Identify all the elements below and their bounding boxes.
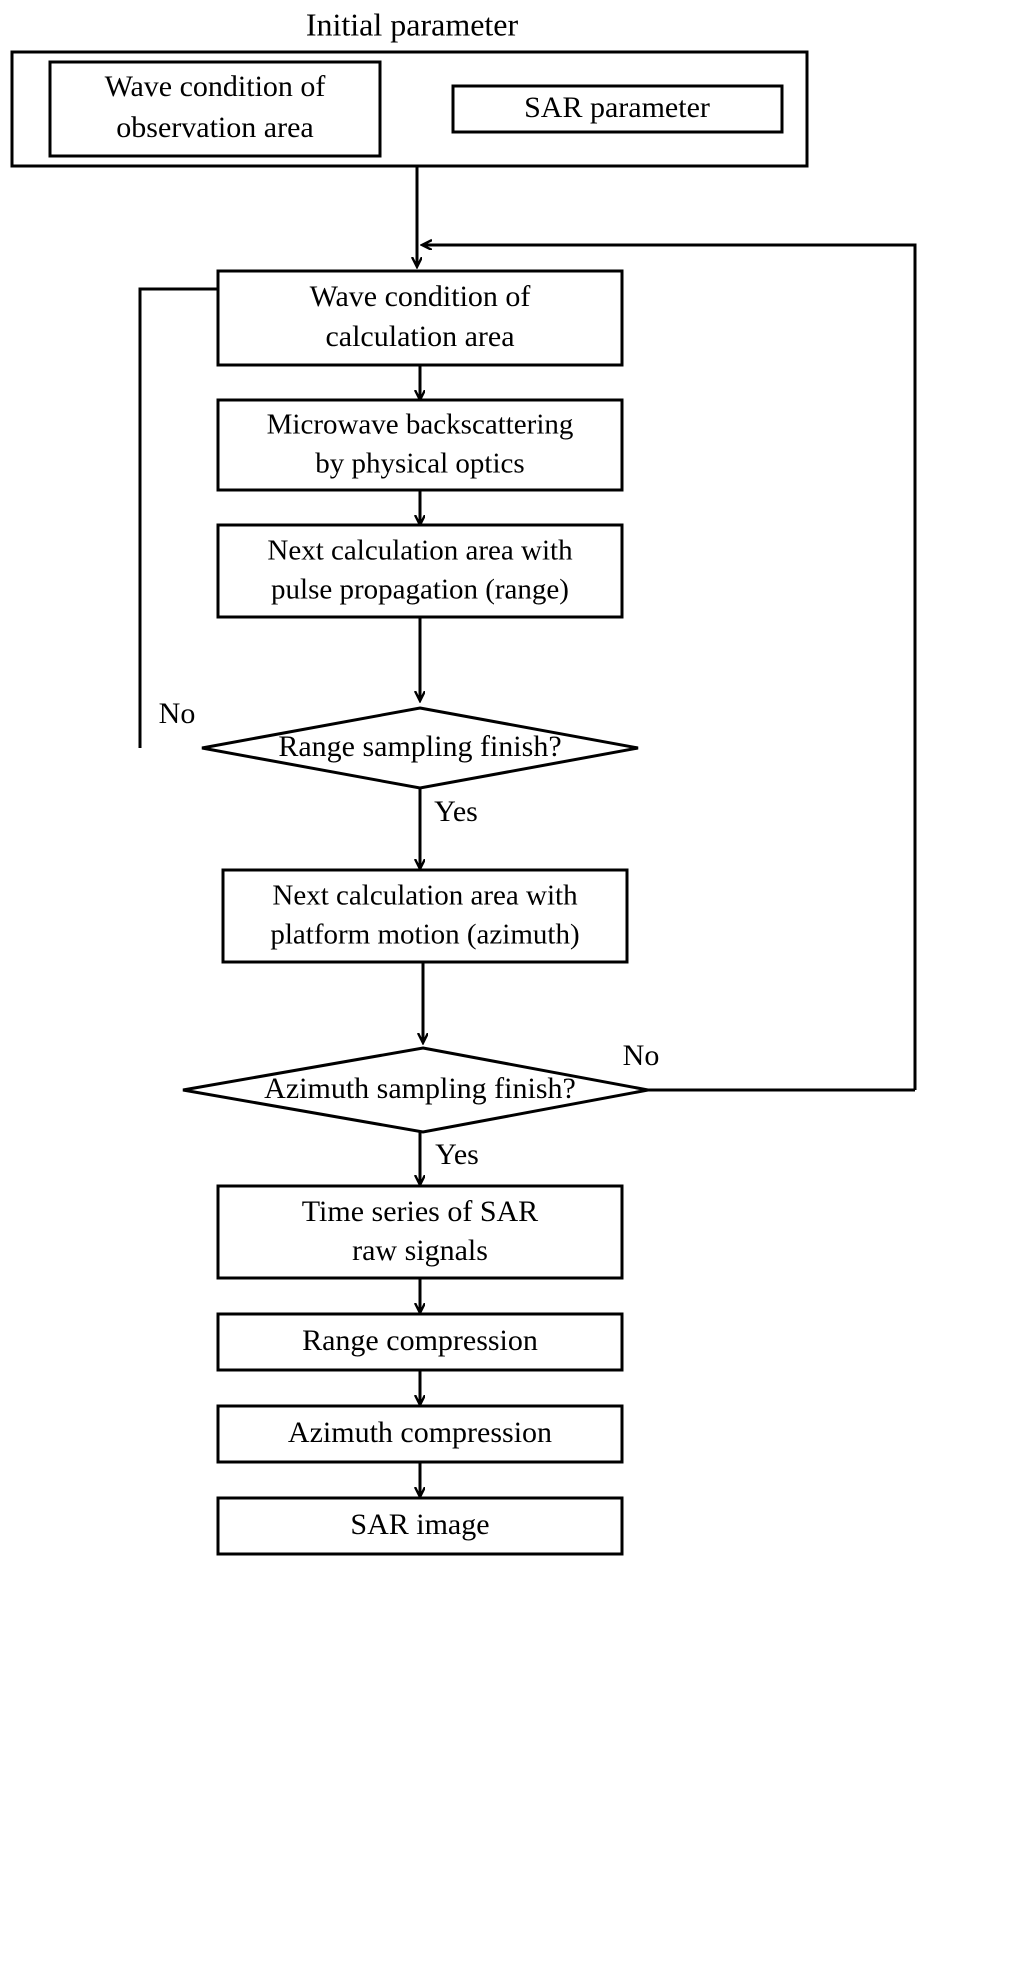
node-wave-condition-calculation-box[interactable] xyxy=(216,269,624,367)
node-wave-condition-calculation-line1: Wave condition of xyxy=(310,280,531,313)
node-wave-condition-observation-line1: Wave condition of xyxy=(105,70,326,103)
node-microwave-backscattering-box[interactable] xyxy=(216,398,624,492)
node-next-calc-area-range-line1: Next calculation area with xyxy=(267,535,573,567)
edge-label-range-yes: Yes xyxy=(434,795,478,828)
node-next-calc-area-range-line2: pulse propagation (range) xyxy=(271,574,569,606)
node-range-compression-box[interactable] xyxy=(216,1312,624,1372)
node-next-calc-area-range-box[interactable] xyxy=(216,523,624,619)
node-wave-condition-observation-box[interactable] xyxy=(48,60,382,158)
node-microwave-backscattering-line2: by physical optics xyxy=(315,448,524,480)
node-next-calc-area-azimuth-line2: platform motion (azimuth) xyxy=(270,919,579,951)
node-range-sampling-finish-label: Range sampling finish? xyxy=(278,730,561,763)
initial-parameter-group-box xyxy=(10,50,809,168)
node-sar-image-label: SAR image xyxy=(350,1508,489,1541)
node-microwave-backscattering-line1: Microwave backscattering xyxy=(267,409,574,441)
node-azimuth-sampling-finish-diamond[interactable] xyxy=(182,1046,649,1134)
node-wave-condition-observation-line2: observation area xyxy=(116,111,313,144)
edge-label-azimuth-no: No xyxy=(623,1039,660,1072)
node-wave-condition-calculation-line2: calculation area xyxy=(325,320,514,353)
node-next-calc-area-azimuth-line1: Next calculation area with xyxy=(272,880,578,912)
edge-label-range-no: No xyxy=(159,697,196,730)
node-time-series-sar-raw-signals-line2: raw signals xyxy=(352,1234,488,1267)
node-next-calc-area-azimuth-box[interactable] xyxy=(221,868,629,964)
node-sar-parameter-label: SAR parameter xyxy=(524,91,710,124)
node-azimuth-compression-label: Azimuth compression xyxy=(288,1416,552,1449)
node-sar-image-box[interactable] xyxy=(216,1496,624,1556)
node-range-compression-label: Range compression xyxy=(302,1324,538,1357)
node-sar-parameter-box[interactable] xyxy=(451,84,784,134)
node-time-series-sar-raw-signals-box[interactable] xyxy=(216,1184,624,1280)
node-time-series-sar-raw-signals-line1: Time series of SAR xyxy=(302,1195,538,1228)
edge-label-azimuth-yes: Yes xyxy=(435,1138,479,1171)
connector-azimuth-no-feedback xyxy=(423,245,917,1090)
node-azimuth-compression-box[interactable] xyxy=(216,1404,624,1464)
diagram-title: Initial parameter xyxy=(306,6,519,42)
node-azimuth-sampling-finish-label: Azimuth sampling finish? xyxy=(264,1072,576,1105)
